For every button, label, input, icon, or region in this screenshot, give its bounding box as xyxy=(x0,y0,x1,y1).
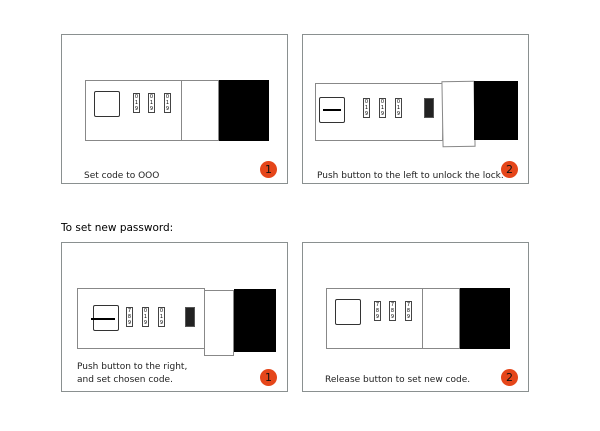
arrow-right-icon xyxy=(91,318,115,320)
lock-sleeve xyxy=(422,288,460,349)
lock-button xyxy=(335,299,361,325)
lock-sleeve xyxy=(204,290,234,356)
step-caption: Push button to the left to unlock the lo… xyxy=(317,171,504,181)
lock-sleeve xyxy=(181,80,219,141)
step-caption-line1: Push button to the right, xyxy=(77,362,188,372)
arrow-left-icon xyxy=(323,109,341,111)
lock-bolt xyxy=(219,80,269,141)
lock-bolt xyxy=(460,288,510,349)
step-caption: Set code to OOO xyxy=(84,171,160,181)
lock-slot xyxy=(185,307,195,327)
step-caption: Release button to set new code. xyxy=(325,375,471,385)
lock-button xyxy=(94,91,120,117)
lock-bolt xyxy=(474,81,518,140)
step-number-badge: 1 xyxy=(260,369,277,386)
lock-bolt xyxy=(234,289,276,352)
lock-slot xyxy=(424,98,434,118)
lock-button xyxy=(319,97,345,123)
section-title: To set new password: xyxy=(61,222,174,234)
step-number-badge: 2 xyxy=(501,161,518,178)
step-number-badge: 2 xyxy=(501,369,518,386)
lock-sleeve xyxy=(441,80,476,148)
step-caption-line2: and set chosen code. xyxy=(77,375,173,385)
step-number-badge: 1 xyxy=(260,161,277,178)
